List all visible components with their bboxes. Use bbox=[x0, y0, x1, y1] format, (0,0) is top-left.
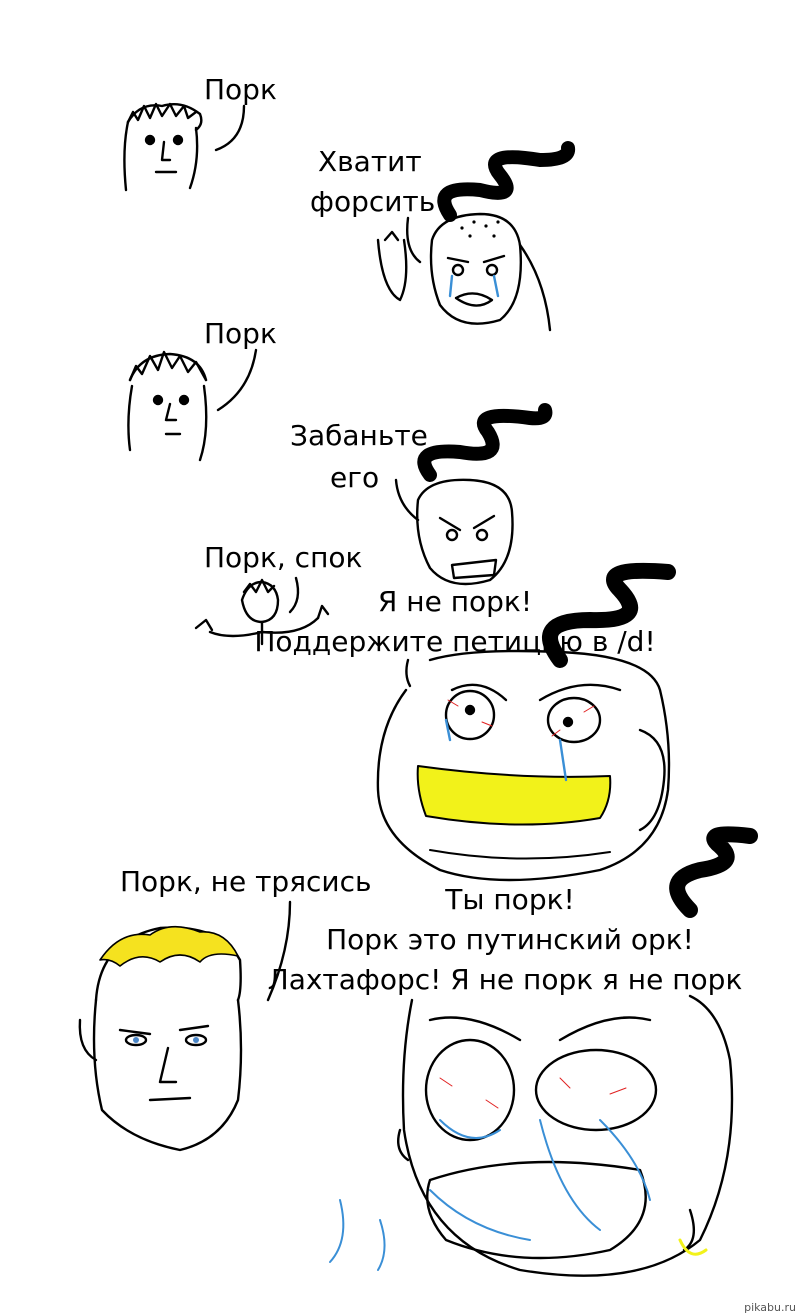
caption-lakhtaforce: Лахтафорс! Я не порк я не порк bbox=[267, 963, 743, 996]
smoke-3 bbox=[550, 571, 668, 660]
caption-pork-2: Порк bbox=[204, 317, 277, 350]
caption-pork-calm: Порк, спок bbox=[204, 541, 363, 574]
caption-petition: Поддержите петицию в /d! bbox=[254, 625, 656, 658]
caption-pork-1: Порк bbox=[204, 73, 277, 106]
raging-face bbox=[398, 996, 732, 1276]
smoke-4 bbox=[677, 834, 750, 910]
blond-hair bbox=[100, 927, 238, 966]
watermark: pikabu.ru bbox=[744, 1301, 796, 1314]
big-angry-face bbox=[378, 651, 669, 880]
caption-stop-forcing-2: форсить bbox=[310, 185, 436, 218]
caption-you-pork: Ты порк! bbox=[445, 883, 575, 916]
caption-stop-forcing-1: Хватит bbox=[318, 145, 422, 178]
yellow-teeth bbox=[418, 766, 611, 825]
caption-dont-shake: Порк, не трясись bbox=[120, 865, 372, 898]
smoke-2 bbox=[424, 410, 545, 475]
guy-2-drawing bbox=[128, 350, 256, 460]
caption-ban-him-1: Забаньте bbox=[290, 419, 428, 452]
caption-putin-orc: Порк это путинский орк! bbox=[326, 923, 694, 956]
guy-1-drawing bbox=[124, 104, 244, 190]
caption-not-pork: Я не порк! bbox=[377, 585, 533, 618]
waving-guy bbox=[196, 578, 328, 644]
caption-ban-him-2: его bbox=[330, 461, 380, 494]
smoke-1 bbox=[444, 148, 568, 215]
angry-guy-2 bbox=[396, 480, 513, 584]
angry-guy-1 bbox=[378, 214, 550, 330]
